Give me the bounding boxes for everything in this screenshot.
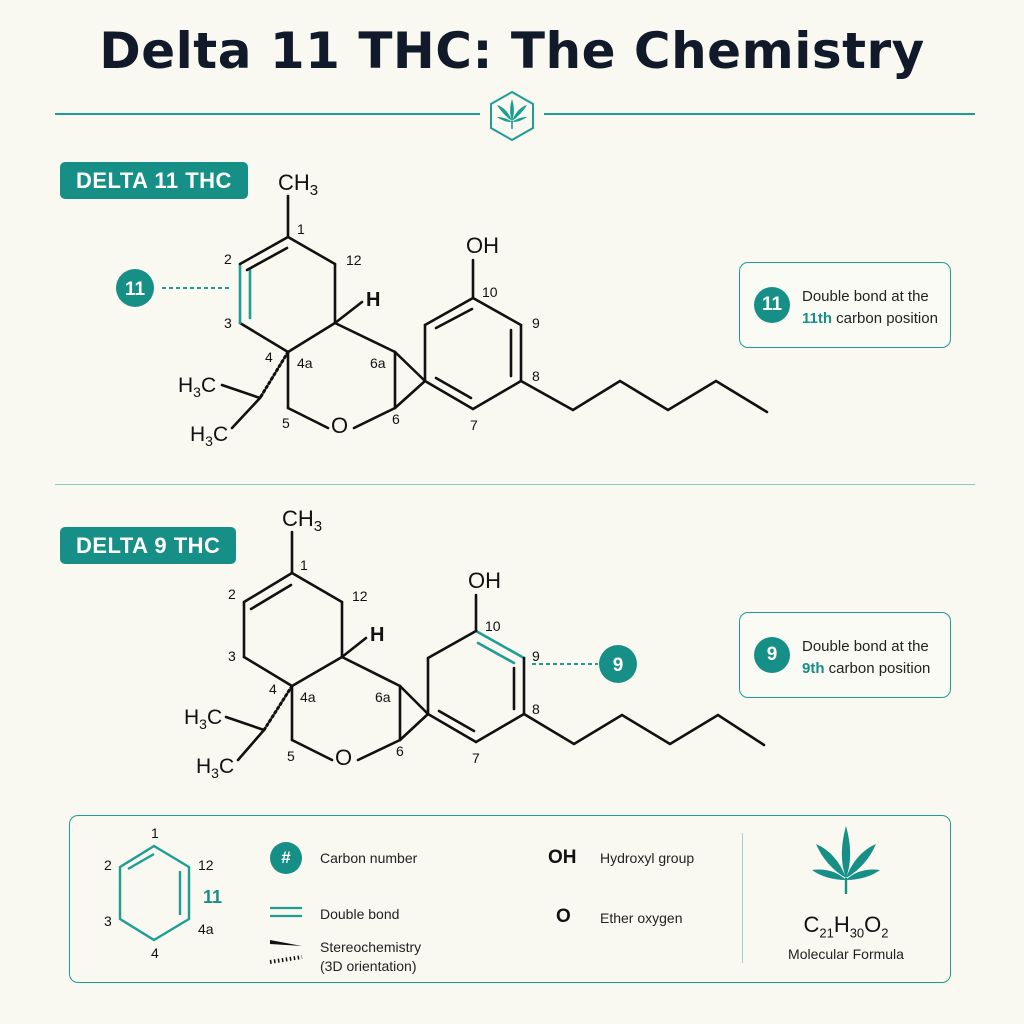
svg-text:CH3: CH3 <box>282 506 322 535</box>
svg-text:2: 2 <box>224 251 232 267</box>
svg-text:1: 1 <box>297 221 305 237</box>
svg-text:OH: OH <box>468 568 501 593</box>
legend-separator <box>742 833 743 963</box>
svg-text:10: 10 <box>482 284 498 300</box>
svg-text:4a: 4a <box>300 689 316 705</box>
svg-text:12: 12 <box>352 588 368 604</box>
delta-9-molecule <box>224 530 766 762</box>
legend-oh-label: Hydroxyl group <box>600 850 695 866</box>
legend-double-bond-label: Double bond <box>320 906 400 922</box>
delta-9-callout: 9 Double bond at the 9th carbon position <box>739 612 951 698</box>
hexagon-emblem-icon <box>490 90 534 142</box>
svg-text:4a: 4a <box>297 355 313 371</box>
svg-text:5: 5 <box>287 748 295 764</box>
svg-text:9: 9 <box>532 648 540 664</box>
svg-text:O: O <box>335 745 352 770</box>
callout-number: 11 <box>754 287 790 323</box>
svg-text:8: 8 <box>532 368 540 384</box>
svg-text:2: 2 <box>228 586 236 602</box>
formula-label: Molecular Formula <box>788 946 904 962</box>
legend-o-symbol: O <box>556 906 571 927</box>
delta-11-molecule <box>220 194 769 430</box>
legend-o-label: Ether oxygen <box>600 910 683 926</box>
svg-text:6: 6 <box>396 743 404 759</box>
legend-stereo-label: Stereochemistry <box>320 939 422 955</box>
ch3-label: CH3 <box>278 170 318 199</box>
svg-text:9: 9 <box>532 315 540 331</box>
title-divider-left <box>55 113 480 115</box>
callout-number: 9 <box>754 637 790 673</box>
svg-text:3: 3 <box>224 315 232 331</box>
svg-text:6a: 6a <box>370 355 386 371</box>
svg-text:4: 4 <box>269 681 277 697</box>
carbon-number-icon: # <box>270 842 302 874</box>
callout-marker-11: 11 <box>125 279 146 300</box>
svg-text:6a: 6a <box>375 689 391 705</box>
svg-text:5: 5 <box>282 415 290 431</box>
svg-text:3: 3 <box>228 648 236 664</box>
svg-text:12: 12 <box>346 252 362 268</box>
delta-11-badge: DELTA 11 THC <box>60 162 248 199</box>
h-label: H <box>366 289 380 311</box>
o-label: O <box>331 413 348 438</box>
svg-text:H3C: H3C <box>184 706 222 732</box>
svg-text:6: 6 <box>392 411 400 427</box>
legend-carbon-label: Carbon number <box>320 850 418 866</box>
svg-text:7: 7 <box>472 750 480 766</box>
h3c-label-top: H3C <box>178 374 216 400</box>
delta-9-badge: DELTA 9 THC <box>60 527 237 564</box>
legend-oh-symbol: OH <box>548 847 577 868</box>
svg-text:7: 7 <box>470 417 478 433</box>
legend-panel <box>69 815 951 983</box>
svg-text:10: 10 <box>485 618 501 634</box>
legend-stereo-sub: (3D orientation) <box>320 958 417 974</box>
callout-marker-9: 9 <box>613 655 624 676</box>
h3c-label-bottom: H3C <box>190 423 228 449</box>
svg-text:H3C: H3C <box>196 755 234 781</box>
molecular-formula: C21H30O2 <box>803 912 889 941</box>
svg-text:1: 1 <box>300 557 308 573</box>
oh-label: OH <box>466 233 499 258</box>
page-title: Delta 11 THC: The Chemistry <box>99 22 925 80</box>
svg-text:4: 4 <box>265 349 273 365</box>
delta-11-callout: 11 Double bond at the 11th carbon positi… <box>739 262 951 348</box>
svg-text:H: H <box>370 624 384 646</box>
svg-text:8: 8 <box>532 701 540 717</box>
title-divider-right <box>544 113 975 115</box>
section-divider <box>55 484 975 485</box>
